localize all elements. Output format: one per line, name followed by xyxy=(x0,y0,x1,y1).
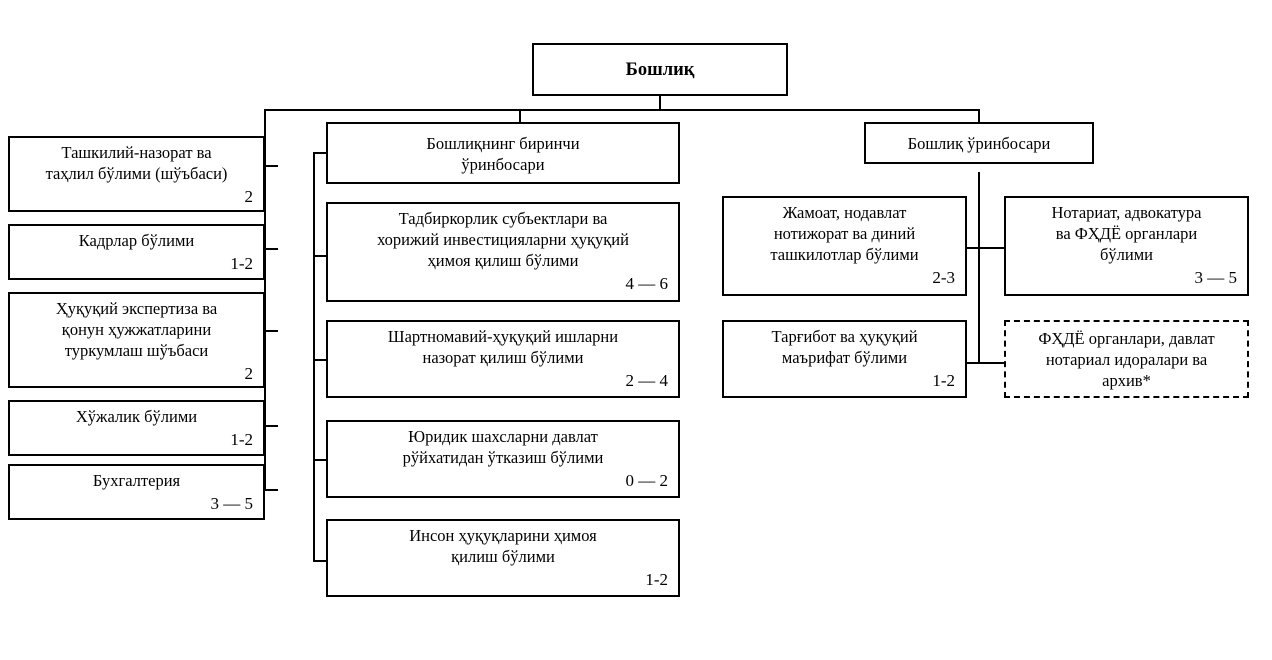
connector-right-stub-right-2 xyxy=(978,362,1004,364)
node-tashkiliy-nazorat[interactable]: Ташкилий-назорат ва таҳлил бўлими (шўъба… xyxy=(8,136,265,212)
connector-root-drop xyxy=(659,95,661,111)
node-jamoat-nodavlat[interactable]: Жамоат, нодавлат нотижорат ва диний ташк… xyxy=(722,196,967,296)
node-label: ФҲДЁ органлари, давлат нотариал идоралар… xyxy=(1038,329,1215,390)
connector-left-stub-3 xyxy=(264,330,278,332)
node-staff-count: 2 xyxy=(244,186,254,206)
node-staff-count: 3 — 5 xyxy=(1194,267,1238,287)
node-label: Тадбиркорлик субъектлари ва хорижий инве… xyxy=(377,209,629,270)
node-staff-count: 1-2 xyxy=(932,370,955,390)
node-label: Ташкилий-назорат ва таҳлил бўлими (шўъба… xyxy=(45,143,228,183)
node-staff-count: 3 — 5 xyxy=(210,493,254,513)
node-staff-count: 0 — 2 xyxy=(625,470,669,490)
node-label: Бухгалтерия xyxy=(92,471,181,490)
node-label: Инсон ҳуқуқларини ҳимоя қилиш бўлими xyxy=(409,526,597,566)
node-label: Тарғибот ва ҳуқуқий маърифат бўлими xyxy=(771,327,918,367)
connector-middle-spine-join xyxy=(313,152,327,154)
node-staff-count: 1-2 xyxy=(230,253,253,273)
node-staff-count: 1-2 xyxy=(230,429,253,449)
node-xujalik[interactable]: Хўжалик бўлими 1-2 xyxy=(8,400,265,456)
node-label: Нотариат, адвокатура ва ФҲДЁ органлари б… xyxy=(1051,203,1202,264)
connector-right-stub-left-1 xyxy=(966,247,980,249)
node-inson-huquqlari[interactable]: Инсон ҳуқуқларини ҳимоя қилиш бўлими 1-2 xyxy=(326,519,680,597)
node-label: Бошлиқ xyxy=(625,60,695,81)
connector-middle-spine xyxy=(313,152,315,562)
connector-left-stub-2 xyxy=(264,248,278,250)
node-label: Бошлиқнинг биринчи ўринбосари xyxy=(426,133,580,174)
node-label: Кадрлар бўлими xyxy=(78,231,195,250)
connector-left-stub-1 xyxy=(264,165,278,167)
node-staff-count: 4 — 6 xyxy=(625,273,669,293)
connector-middle-stub-3 xyxy=(313,459,327,461)
connector-middle-stub-4 xyxy=(313,560,327,562)
connector-middle-stub-1 xyxy=(313,255,327,257)
node-staff-count: 2 — 4 xyxy=(625,370,669,390)
node-staff-count: 2 xyxy=(244,363,254,383)
connector-middle-stub-2 xyxy=(313,359,327,361)
connector-right-spine xyxy=(978,172,980,364)
node-staff-count: 1-2 xyxy=(645,569,668,589)
node-label: Юридик шахсларни давлат рўйхатидан ўтказ… xyxy=(402,427,604,467)
node-targibot[interactable]: Тарғибот ва ҳуқуқий маърифат бўлими 1-2 xyxy=(722,320,967,398)
node-staff-count: 2-3 xyxy=(932,267,955,287)
node-urinbosari[interactable]: Бошлиқ ўринбосари xyxy=(864,122,1094,164)
connector-left-spine xyxy=(264,109,266,489)
connector-left-stub-4 xyxy=(264,425,278,427)
node-label: Хўжалик бўлими xyxy=(75,407,198,426)
node-fhdyo-organlari[interactable]: ФҲДЁ органлари, давлат нотариал идоралар… xyxy=(1004,320,1249,398)
node-label: Ҳуқуқий экспертиза ва қонун ҳужжатларини… xyxy=(55,299,218,360)
node-label: Жамоат, нодавлат нотижорат ва диний ташк… xyxy=(770,203,919,264)
node-birinchi-urinbosari[interactable]: Бошлиқнинг биринчи ўринбосари xyxy=(326,122,680,184)
connector-right-drop xyxy=(978,109,980,123)
node-label: Бошлиқ ўринбосари xyxy=(907,134,1051,154)
node-shartnomaviy[interactable]: Шартномавий-ҳуқуқий ишларни назорат қили… xyxy=(326,320,680,398)
connector-left-stub-5 xyxy=(264,489,278,491)
node-yuridik-shaxslar[interactable]: Юридик шахсларни давлат рўйхатидан ўтказ… xyxy=(326,420,680,498)
node-tadbirkorlik[interactable]: Тадбиркорлик субъектлари ва хорижий инве… xyxy=(326,202,680,302)
connector-right-stub-left-2 xyxy=(966,362,980,364)
connector-main-bus xyxy=(264,109,980,111)
node-buxgalteriya[interactable]: Бухгалтерия 3 — 5 xyxy=(8,464,265,520)
node-huquqiy-ekspertiza[interactable]: Ҳуқуқий экспертиза ва қонун ҳужжатларини… xyxy=(8,292,265,388)
node-boshliq[interactable]: Бошлиқ xyxy=(532,43,788,96)
node-label: Шартномавий-ҳуқуқий ишларни назорат қили… xyxy=(387,327,619,367)
connector-middle-drop xyxy=(519,109,521,123)
node-notariat[interactable]: Нотариат, адвокатура ва ФҲДЁ органлари б… xyxy=(1004,196,1249,296)
node-kadrlar[interactable]: Кадрлар бўлими 1-2 xyxy=(8,224,265,280)
connector-right-stub-right-1 xyxy=(978,247,1004,249)
